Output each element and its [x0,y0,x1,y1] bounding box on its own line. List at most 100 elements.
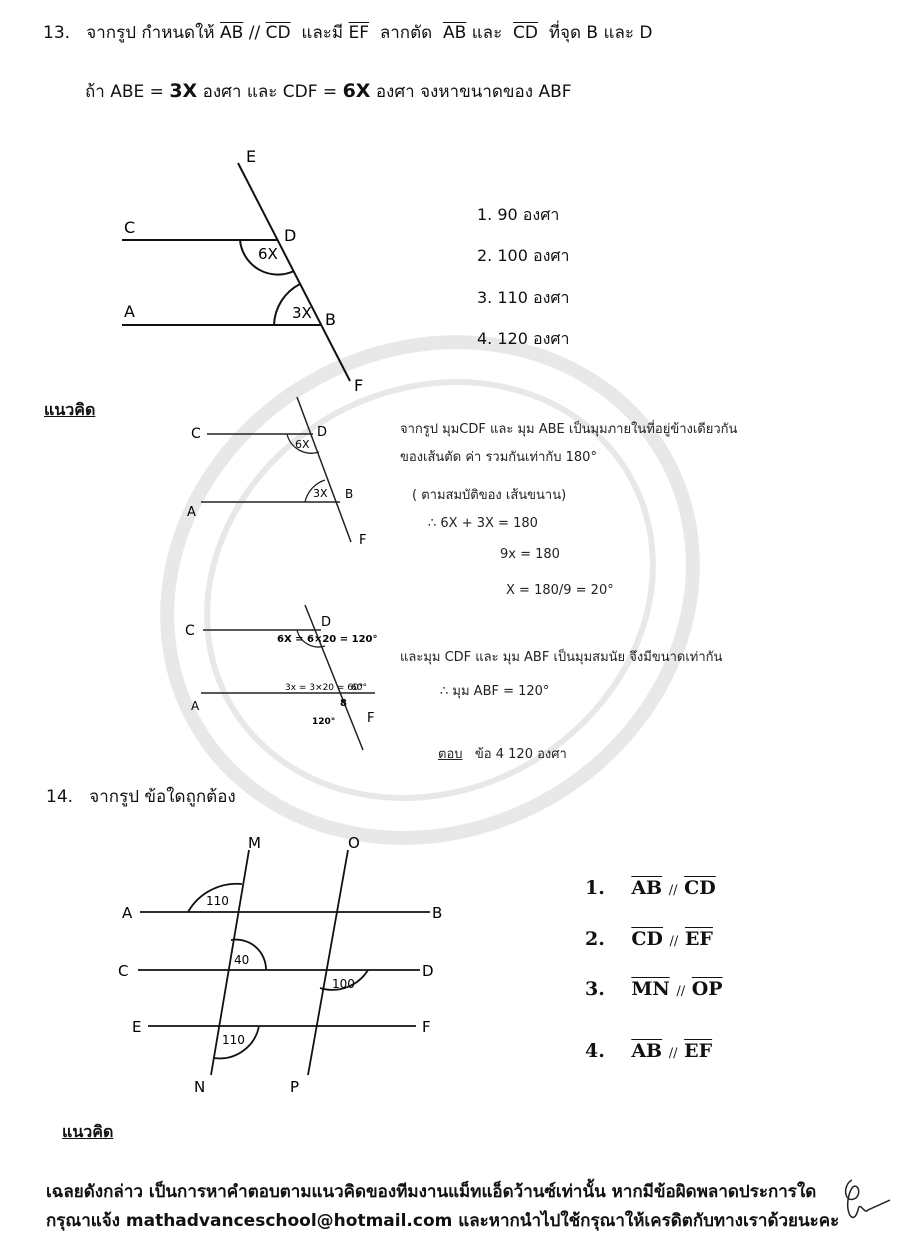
q14-choice-4: 4. AB // EF [585,1040,712,1062]
s1-label-a: A [187,505,196,520]
label-d: D [422,962,434,980]
s1-angle-6x: 6X [295,438,310,451]
q13-seg-ab: AB [220,23,244,43]
q14-statement: 14. จากรูป ข้อใดถูกต้อง [46,783,236,810]
q14-choice-2: 2. CD // EF [585,928,713,950]
s1-label-d: D [317,425,327,440]
signature [844,1179,891,1219]
q13-parallel: // [248,23,261,43]
solution-heading-14: แนวคิด [62,1122,114,1141]
q13-seg-cd-2: CD [513,23,538,43]
solution-line-1: จากรูป มุมCDF และ มุม ABE เป็นมุมภายในที… [400,422,738,437]
q14-choice-1: 1. AB // CD [585,877,716,899]
q14-text: จากรูป ข้อใดถูกต้อง [89,787,236,807]
q13-mid3: และ [471,23,503,43]
q13-statement-line2: ถ้า ABE = 3X องศา และ CDF = 6X องศา จงหา… [85,78,572,105]
q14-choice-1-num: 1. [585,877,605,899]
solution-line-7: และมุม CDF และ มุม ABF เป็นมุมสมนัย จึงม… [400,650,723,665]
s2-angle-8: 8 [340,698,347,709]
s1-label-c: C [191,426,201,442]
label-p: P [290,1078,299,1096]
s2-label-d: D [321,615,331,630]
q14-choice-3-parallel: // [676,984,686,999]
q14-choice-2-num: 2. [585,928,605,950]
label-c: C [118,962,128,980]
q13-seg-cd: CD [265,23,291,43]
angle-40: 40 [234,953,249,967]
s2-angle-6x: 6X = 6×20 = 120° [277,634,377,645]
label-n: N [194,1078,205,1096]
s2-label-c: C [185,623,195,639]
q14-choice-4-num: 4. [585,1040,605,1062]
label-d: D [284,226,296,245]
q13-statement-line1: 13. จากรูป กำหนดให้ AB // CD และมี EF ลา… [43,19,653,46]
q13-mid4: ที่จุด B และ D [548,23,653,43]
q13-line2-b: องศา และ CDF = [197,82,343,102]
angle-arc-3x [273,283,301,326]
s2-angle-60: 60° [351,683,367,693]
s2-label-f: F [367,711,374,726]
angle-110-bottom: 110 [222,1033,245,1047]
q13-prefix: จากรูป กำหนดให้ [86,23,215,43]
q13-choice-2: 2. 100 องศา [477,246,570,265]
label-a: A [124,302,135,321]
solution-line-6: X = 180/9 = 20° [506,583,614,598]
angle-arc-6x [239,239,295,276]
s1-label-b: B [345,487,353,501]
q13-choice-4: 4. 120 องศา [477,329,570,348]
answer-text: ข้อ 4 120 องศา [474,747,567,762]
q13-3x: 3X [169,80,198,102]
label-b: B [432,904,442,922]
q13-6x: 6X [342,80,371,102]
q14-choice-1-parallel: // [668,883,678,898]
q13-choice-1: 1. 90 องศา [477,205,560,224]
angle-110-top: 110 [206,894,229,908]
s2-angle-3x: 3x = 3×20 = 60° [285,683,363,693]
solution-line-2: ของเส้นตัด ค่า รวมกันเท่ากับ 180° [400,450,597,465]
q13-seg-ef: EF [348,23,370,43]
answer-label: ตอบ [438,747,463,762]
q14-choice-3-seg1: MN [631,978,670,1000]
line-mn [210,849,250,1076]
q13-line2-a: ถ้า ABE = [85,82,170,102]
angle-3x: 3X [292,304,312,322]
watermark-logo [160,335,700,845]
q13-choice-3: 3. 110 องศา [477,288,570,307]
label-b: B [325,310,336,329]
solution-answer: ตอบ ข้อ 4 120 องศา [438,743,567,764]
label-a: A [122,904,133,922]
q13-mid1: และมี [301,23,344,43]
q14-number: 14. [46,787,74,807]
q14-choice-3-seg2: OP [691,978,723,1000]
solution-line-3: ( ตามสมบัติของ เส้นขนาน) [412,488,567,503]
s1-label-f: F [359,533,366,548]
s2-angle-120: 120° [312,717,335,727]
angle-6x: 6X [258,245,278,263]
solution-line-4: ∴ 6X + 3X = 180 [428,516,538,531]
q14-choice-3-num: 3. [585,978,605,1000]
solution-figure-1: C D A B F 6X 3X [187,396,366,548]
line-op [307,849,349,1076]
q14-choice-4-seg1: AB [631,1040,663,1062]
q14-choice-4-parallel: // [668,1046,678,1061]
solution-heading-13: แนวคิด [44,400,96,419]
solution-line-5: 9x = 180 [500,547,560,562]
s1-angle-3x: 3X [313,487,328,500]
q14-choice-1-seg2: CD [684,877,716,899]
q13-line2-c: องศา จงหาขนาดของ ABF [370,82,572,102]
label-e: E [132,1018,141,1036]
label-f: F [422,1018,431,1036]
label-e: E [246,147,256,166]
label-m: M [248,834,261,852]
q14-choice-4-seg2: EF [684,1040,713,1062]
q13-mid2: ลากตัด [379,23,433,43]
q13-number: 13. [43,23,71,43]
footer-line-1: เฉลยดังกล่าว เป็นการหาคำตอบตามแนวคิดของท… [46,1182,817,1202]
angle-100: 100 [332,977,355,991]
label-f: F [354,376,363,395]
label-c: C [124,218,135,237]
q14-choice-3: 3. MN // OP [585,978,723,1000]
q14-choice-1-seg1: AB [631,877,663,899]
q13-seg-ab-2: AB [443,23,467,43]
q14-choice-2-seg1: CD [631,928,663,950]
